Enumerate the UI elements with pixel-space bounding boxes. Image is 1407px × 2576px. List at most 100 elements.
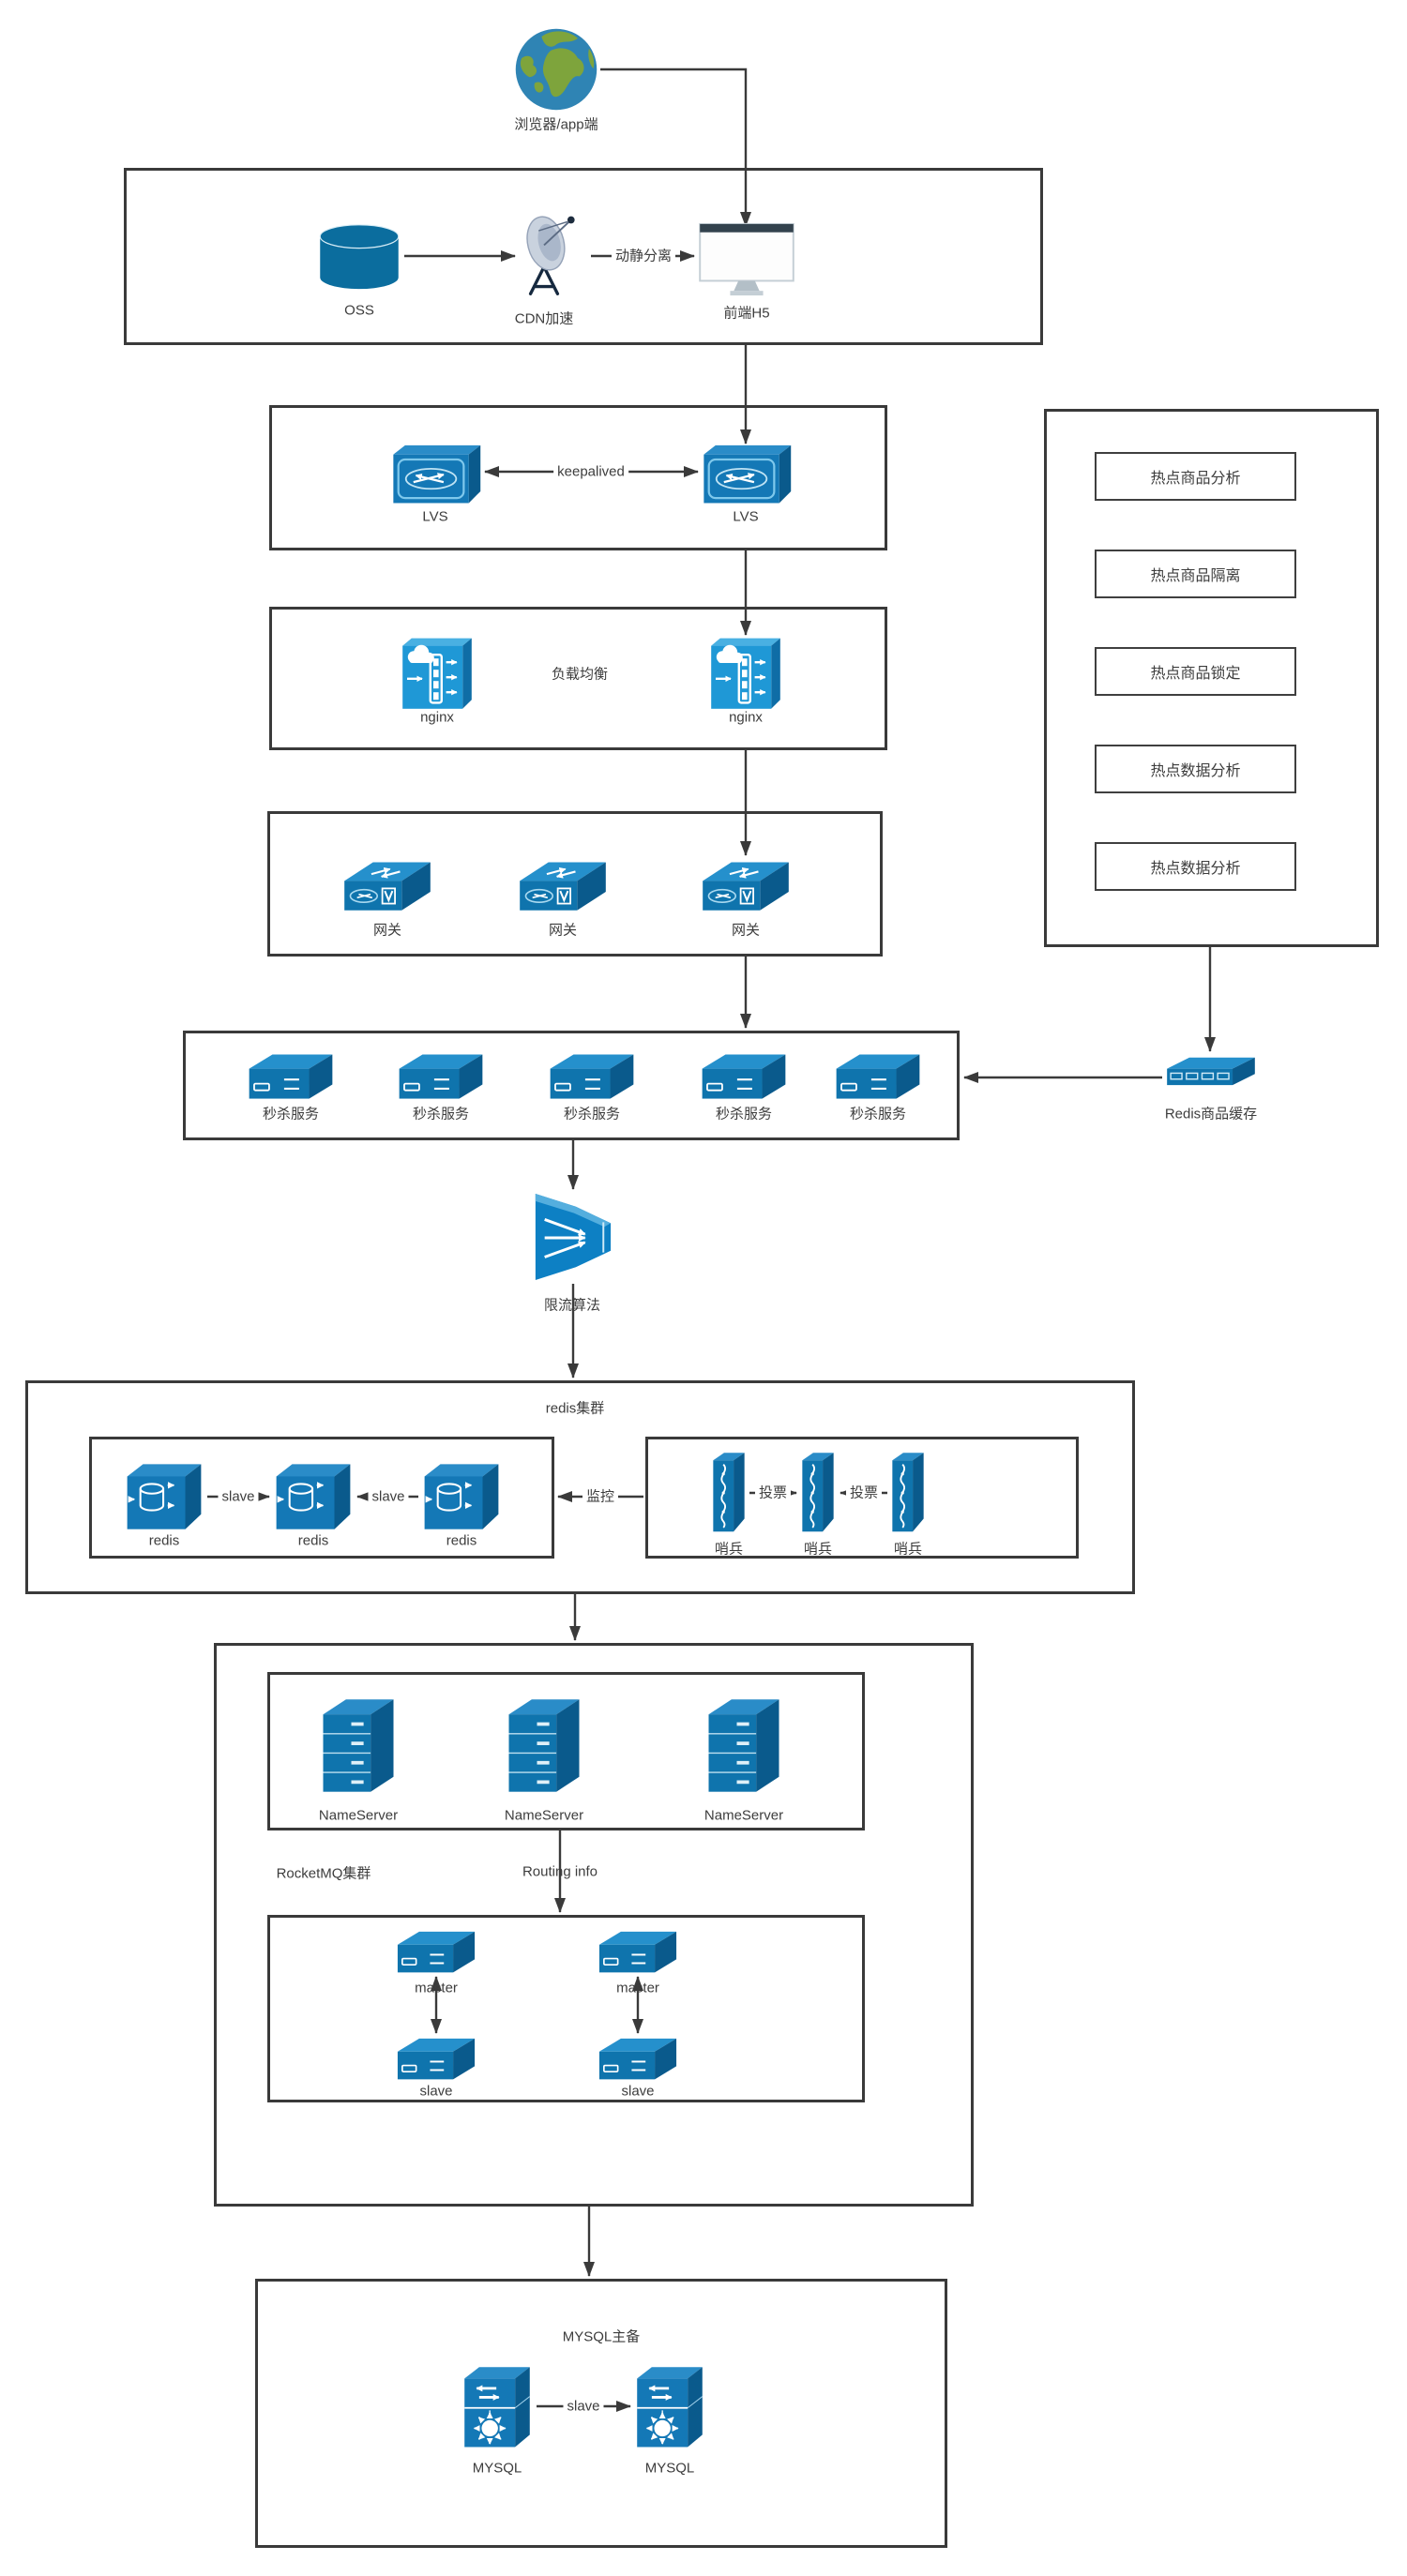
sentinel-icon: [798, 1440, 838, 1545]
hotspot-item-1: 热点商品分析: [1095, 452, 1296, 501]
edge-sentinel3-vote-label: 投票: [845, 1484, 883, 1502]
hotspot-item-5-label: 热点数据分析: [1150, 861, 1241, 877]
rediscube-icon: [122, 1459, 206, 1534]
hotspot-item-4-label: 热点数据分析: [1150, 763, 1241, 779]
group-mysql-box-label: MYSQL主备: [562, 2328, 641, 2345]
group-redis-inner-box: [89, 1437, 554, 1559]
oss-label: OSS: [344, 302, 374, 319]
broker-master-1-label: master: [415, 1980, 458, 1996]
monitor-icon: [697, 221, 796, 298]
nameserver-3: [702, 1694, 786, 1797]
hotspot-item-4: 热点数据分析: [1095, 745, 1296, 793]
broker-slave-2: [595, 2035, 681, 2084]
edge-client-to-h5: [600, 68, 751, 227]
edge-redis3-to-redis2-label: slave: [368, 1487, 409, 1506]
sentinel-1: [709, 1440, 749, 1545]
seckill-2-label: 秒杀服务: [412, 1106, 470, 1122]
cdn-label: CDN加速: [514, 310, 574, 327]
group-hotspot-box: [1044, 409, 1379, 947]
hotspot-item-5: 热点数据分析: [1095, 842, 1296, 891]
server-icon: [697, 1051, 791, 1103]
edge-redis1-to-redis2-label: slave: [218, 1487, 259, 1506]
broker-master-2-label: master: [616, 1980, 659, 1996]
group-broker-box: [267, 1915, 865, 2102]
tower-icon: [316, 1694, 401, 1797]
gateway-1-label: 网关: [372, 922, 402, 939]
server-icon: [545, 1051, 639, 1103]
hotspot-item-2: 热点商品隔离: [1095, 550, 1296, 598]
lvs-icon: [699, 443, 793, 508]
nameserver-2: [502, 1694, 586, 1797]
tower-icon: [502, 1694, 586, 1797]
lvs-2: [699, 443, 793, 508]
gateway-3-label: 网关: [731, 922, 761, 939]
edge-cdn-to-h5-label: 动静分离: [611, 247, 676, 265]
mysql-icon: [632, 2362, 707, 2450]
hotspot-item-3-label: 热点商品锁定: [1150, 666, 1241, 682]
server-icon: [244, 1051, 338, 1103]
edge-lvs-keepalived-label: keepalived: [553, 462, 628, 481]
gateway-2: [513, 858, 613, 917]
nginx-icon: [708, 637, 783, 712]
hotspot-item-1-label: 热点商品分析: [1150, 471, 1241, 487]
sentinel-2: [798, 1440, 838, 1545]
satellite-icon: [499, 209, 589, 299]
rate-limiter: [530, 1192, 614, 1284]
switch-icon: [696, 858, 795, 917]
frontend-h5-label: 前端H5: [723, 305, 770, 322]
group-lvs-box: [269, 405, 887, 550]
mysql-2-label: MYSQL: [644, 2460, 695, 2477]
mysql-1: [460, 2362, 535, 2450]
lvs-1-label: LVS: [422, 508, 448, 525]
group-nginx-box: [269, 607, 887, 750]
redis-1: [122, 1459, 206, 1534]
server-icon: [394, 1051, 488, 1103]
group-rocketmq-box-label: RocketMQ集群: [276, 1865, 371, 1882]
nginx-2-label: nginx: [729, 709, 763, 726]
sentinel-3: [888, 1440, 928, 1545]
nginx-1: [400, 637, 475, 712]
seckill-4-label: 秒杀服务: [715, 1106, 773, 1122]
broker-slave-1-label: slave: [419, 2083, 453, 2100]
seckill-1: [244, 1051, 338, 1103]
broker-slave-2-label: slave: [621, 2083, 655, 2100]
seckill-3: [545, 1051, 639, 1103]
edge-sentinel1-vote-label: 投票: [754, 1484, 792, 1502]
seckill-1-label: 秒杀服务: [262, 1106, 320, 1122]
group-redis-cluster-box-label: redis集群: [545, 1400, 605, 1417]
funnel-icon: [530, 1192, 614, 1284]
edge-mysql-replication-label: slave: [563, 2397, 604, 2416]
group-gateway-box: [267, 811, 883, 957]
hotspot-item-3: 热点商品锁定: [1095, 647, 1296, 696]
nginx-icon: [400, 637, 475, 712]
redis-3-label: redis: [446, 1532, 477, 1549]
server-icon: [393, 2035, 479, 2084]
redis-cache: [1164, 1054, 1258, 1095]
group-nameserver-box: [267, 1672, 865, 1830]
group-seckill-box: [183, 1031, 960, 1140]
cdn: [499, 209, 589, 299]
tower-icon: [702, 1694, 786, 1797]
server-icon: [595, 2035, 681, 2084]
nameserver-2-label: NameServer: [504, 1807, 584, 1824]
group-redis-cluster-box: [25, 1380, 1135, 1594]
browser-client-label: 浏览器/app端: [514, 116, 598, 133]
switch-icon: [338, 858, 437, 917]
edge-ns-to-broker-label: Routing info: [522, 1863, 598, 1880]
broker-master-1: [393, 1928, 479, 1977]
redis-3: [419, 1459, 504, 1534]
frontend-h5: [697, 221, 796, 298]
gateway-2-label: 网关: [548, 922, 578, 939]
sentinel-2-label: 哨兵: [803, 1541, 833, 1558]
broker-slave-1: [393, 2035, 479, 2084]
browser-client: [513, 26, 599, 113]
cache-icon: [1164, 1054, 1258, 1095]
group-rocketmq-box: [214, 1643, 974, 2207]
oss: [316, 222, 402, 292]
edge-sentinel-monitor-label: 监控: [582, 1487, 619, 1506]
seckill-4: [697, 1051, 791, 1103]
seckill-2: [394, 1051, 488, 1103]
sentinel-icon: [888, 1440, 928, 1545]
